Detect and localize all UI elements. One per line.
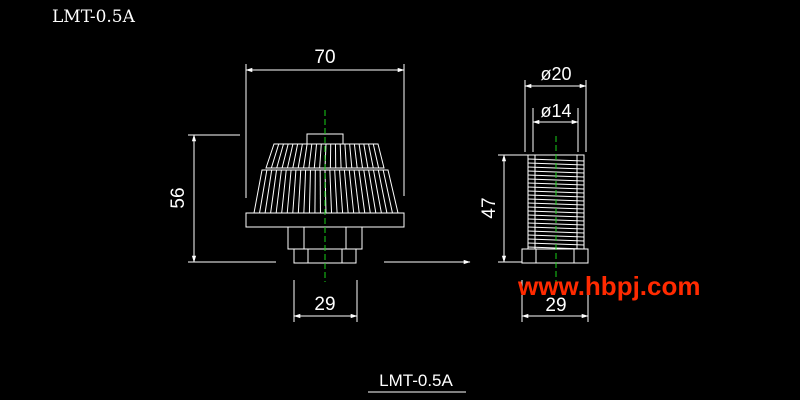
- side-height-label: 47: [479, 197, 500, 218]
- detail-line: [276, 143, 284, 169]
- detail-line: [343, 169, 349, 214]
- detail-line: [319, 143, 322, 169]
- detail-line: [358, 169, 366, 214]
- detail-line: [270, 169, 278, 214]
- detail-line: [270, 143, 280, 169]
- detail-line: [286, 143, 294, 169]
- top-title: LMT-0.5A: [52, 7, 136, 27]
- detail-line: [382, 169, 393, 214]
- detail-line: [339, 143, 342, 169]
- detail-line: [358, 143, 364, 169]
- side-base-label: 29: [545, 295, 566, 316]
- upper-slots: [270, 143, 380, 169]
- detail-line: [292, 143, 299, 169]
- outer-dia-label: ø20: [540, 64, 571, 84]
- detail-line: [313, 143, 318, 169]
- bottom-title: LMT-0.5A: [379, 371, 453, 390]
- detail-line: [353, 143, 358, 169]
- detail-line: [339, 169, 344, 214]
- detail-line: [363, 143, 369, 169]
- detail-line: [368, 143, 374, 169]
- detail-line: [377, 169, 388, 214]
- detail-line: [372, 143, 380, 169]
- detail-line: [264, 169, 273, 214]
- detail-line: [348, 169, 355, 214]
- detail-line: [372, 169, 382, 214]
- detail-line: [368, 169, 377, 214]
- detail-line: [292, 169, 297, 214]
- front-view: 70 56 29: [168, 47, 405, 322]
- width-dimension-label: 70: [314, 47, 335, 68]
- detail-line: [344, 143, 347, 169]
- detail-line: [527, 214, 585, 218]
- detail-line: [308, 143, 313, 169]
- detail-line: [527, 186, 585, 190]
- detail-line: [297, 169, 302, 214]
- lower-slots: [259, 169, 393, 214]
- detail-line: [281, 169, 287, 214]
- detail-line: [527, 222, 585, 226]
- detail-line: [275, 169, 282, 214]
- detail-line: [329, 169, 333, 214]
- detail-line: [297, 143, 303, 169]
- detail-line: [334, 169, 338, 214]
- detail-line: [259, 169, 268, 214]
- base-dimension-label: 29: [314, 294, 335, 315]
- side-view: ø20 ø14 47 29: [479, 64, 589, 322]
- detail-line: [303, 143, 308, 169]
- detail-line: [308, 169, 311, 214]
- detail-line: [527, 178, 585, 182]
- height-dimension-label: 56: [168, 187, 189, 208]
- watermark-text: www.hbpj.com: [517, 271, 700, 301]
- detail-line: [286, 169, 292, 214]
- detail-line: [281, 143, 289, 169]
- detail-line: [353, 169, 360, 214]
- detail-line: [349, 143, 353, 169]
- inner-dia-label: ø14: [540, 101, 571, 121]
- detail-line: [363, 169, 371, 214]
- detail-line: [303, 169, 307, 214]
